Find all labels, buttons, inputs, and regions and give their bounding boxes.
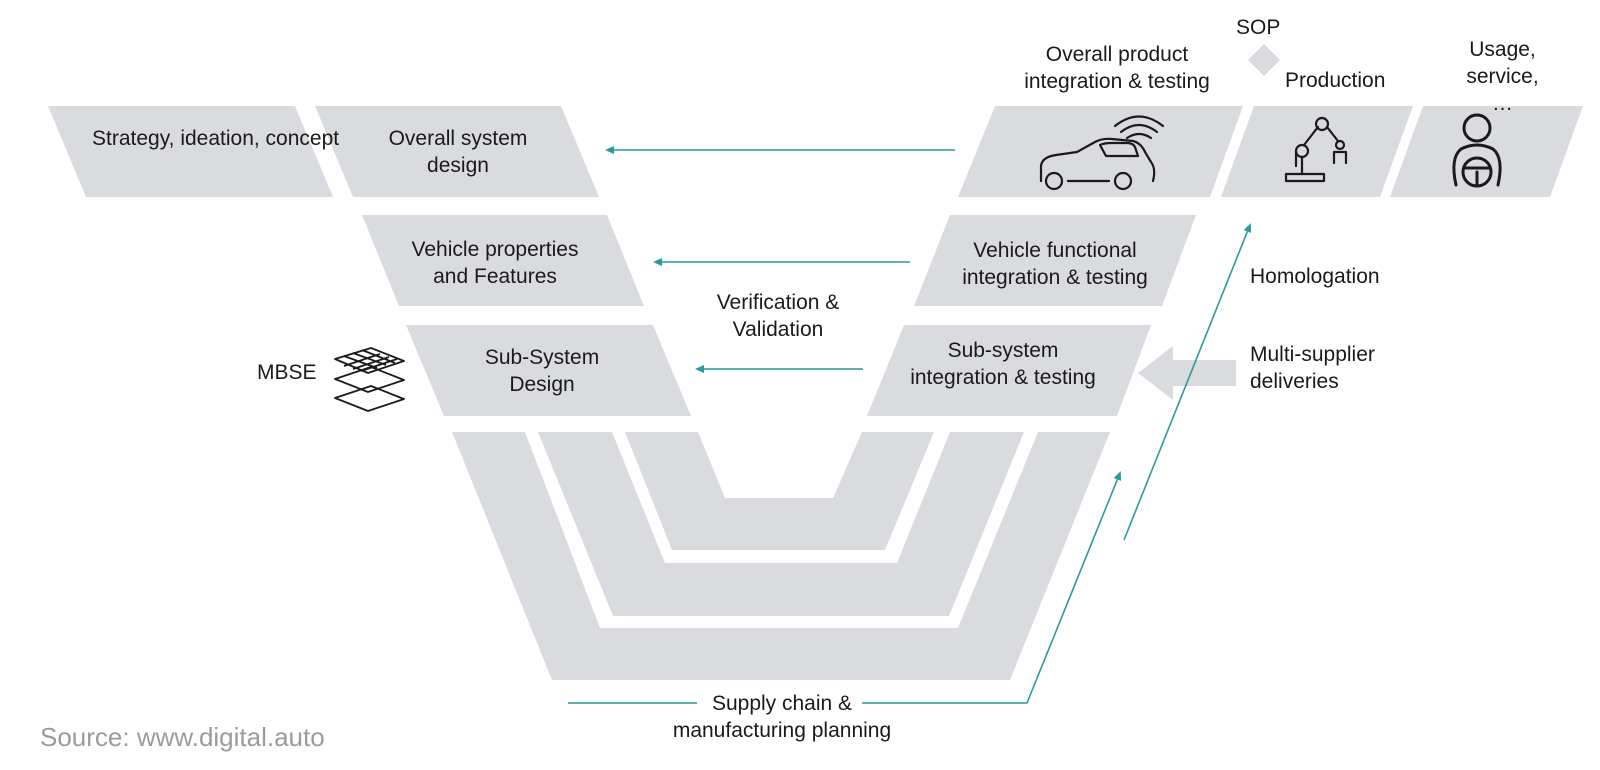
vehicle-integration-label: Vehicle functional integration & testing bbox=[962, 239, 1148, 289]
v-shape-outer bbox=[452, 432, 1110, 680]
production-box bbox=[1221, 106, 1413, 197]
mbse-label: MBSE bbox=[257, 361, 317, 384]
sop-label: SOP bbox=[1236, 16, 1281, 39]
production-label: Production bbox=[1285, 69, 1386, 92]
overall-integration-box bbox=[958, 106, 1243, 197]
overall-design-box bbox=[315, 106, 599, 197]
supply-chain-label: Supply chain & manufacturing planning bbox=[672, 692, 892, 742]
driver-steering-wheel-icon bbox=[1452, 113, 1502, 188]
strategy-box bbox=[48, 106, 333, 197]
multi-supplier-label: Multi-supplier deliveries bbox=[1250, 343, 1375, 393]
overall-integration-label: Overall product integration & testing bbox=[1024, 43, 1210, 93]
mbse-layers-icon bbox=[334, 347, 405, 412]
usage-box bbox=[1390, 106, 1583, 197]
connected-car-icon bbox=[1039, 115, 1165, 191]
multi-supplier-arrow bbox=[1138, 346, 1236, 400]
homologation-label: Homologation bbox=[1250, 265, 1380, 288]
vehicle-properties-label: Vehicle properties and Features bbox=[411, 238, 579, 288]
source-caption: Source: www.digital.auto bbox=[40, 722, 325, 752]
v-shape-inner bbox=[625, 432, 934, 550]
vehicle-integration-box bbox=[914, 215, 1196, 306]
arrow-supply-chain-right bbox=[862, 471, 1122, 704]
usage-label: Usage, service, … bbox=[1466, 38, 1539, 115]
sop-diamond-icon bbox=[1248, 44, 1280, 76]
overall-design-label: Overall system design bbox=[388, 127, 528, 177]
subsystem-integration-label: Sub-system integration & testing bbox=[910, 339, 1096, 389]
v-shape-middle bbox=[538, 432, 1024, 616]
subsystem-design-label: Sub-System Design bbox=[484, 346, 600, 396]
robot-arm-icon bbox=[1284, 116, 1348, 183]
verification-validation-label: Verification & Validation bbox=[716, 291, 840, 341]
vehicle-properties-box bbox=[362, 215, 644, 306]
subsystem-integration-box bbox=[867, 325, 1151, 416]
arrow-homologation bbox=[1123, 223, 1252, 541]
strategy-label: Strategy, ideation, concept bbox=[92, 127, 340, 150]
subsystem-design-box bbox=[406, 325, 691, 416]
